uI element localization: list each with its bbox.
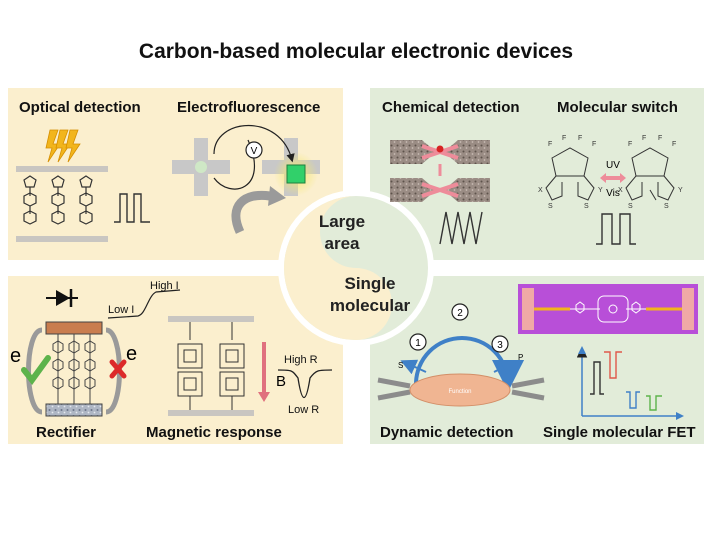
step-1-label: 1 — [415, 338, 421, 349]
svg-text:F: F — [548, 141, 552, 148]
step-3-label: 3 — [497, 340, 503, 351]
step-2-label: 2 — [457, 308, 463, 319]
svg-text:X: X — [538, 187, 543, 194]
high-i-label: High I — [150, 280, 179, 292]
svg-text:F: F — [672, 141, 676, 148]
low-r-label: Low R — [288, 404, 320, 416]
diode-icon — [46, 289, 78, 307]
svg-text:S: S — [664, 203, 669, 210]
high-r-label: High R — [284, 354, 318, 366]
enzyme-label: Function — [448, 389, 471, 395]
center-bottom-line-1: Single — [344, 274, 396, 293]
svg-text:F: F — [628, 141, 632, 148]
center-yin-yang — [278, 190, 434, 346]
chemical-detection-illustration — [390, 140, 490, 245]
svg-text:S: S — [548, 203, 553, 210]
svg-text:Y: Y — [678, 187, 683, 194]
low-i-label: Low I — [108, 304, 135, 316]
svg-text:F: F — [562, 135, 566, 142]
label-molecular-switch: Molecular switch — [557, 99, 678, 116]
voltmeter-label: V — [251, 146, 258, 157]
svg-text:F: F — [592, 141, 596, 148]
electron-left-label: e — [10, 345, 21, 367]
label-electrofluorescence: Electrofluorescence — [177, 99, 321, 116]
vis-label: Vis — [606, 188, 620, 199]
label-chemical-detection: Chemical detection — [382, 99, 520, 116]
check-icon — [21, 355, 51, 385]
svg-text:X: X — [618, 187, 623, 194]
switch-square-wave — [596, 213, 636, 245]
svg-text:F: F — [578, 135, 582, 142]
svg-text:Y: Y — [598, 187, 603, 194]
svg-text:S: S — [628, 203, 633, 210]
label-single-molecular-fet: Single molecular FET — [543, 424, 696, 441]
center-bottom-line-2: molecular — [329, 296, 411, 315]
lightning-icon — [45, 129, 81, 163]
rectifier-illustration — [21, 289, 181, 417]
molecular-switch-illustration: F F F F F F F F X Y X Y S S S S — [538, 135, 683, 245]
product-label: P — [518, 353, 523, 362]
b-field-label: B — [276, 373, 286, 390]
optical-detection-illustration — [16, 129, 150, 242]
center-top-line-2: area — [324, 234, 360, 253]
dynamic-detection-illustration — [377, 303, 545, 407]
label-optical-detection: Optical detection — [19, 99, 141, 116]
svg-text:S: S — [584, 203, 589, 210]
label-magnetic-response: Magnetic response — [146, 424, 282, 441]
zigzag-signal — [439, 211, 483, 245]
electrofluorescence-illustration — [172, 125, 320, 234]
square-wave-signal — [114, 193, 150, 223]
label-rectifier: Rectifier — [36, 424, 97, 441]
label-dynamic-detection: Dynamic detection — [380, 424, 514, 441]
uv-label: UV — [606, 160, 620, 171]
center-top-line-1: Large — [318, 212, 366, 231]
electron-right-label: e — [126, 343, 137, 365]
iv-curve — [107, 289, 181, 319]
magnetic-response-illustration — [168, 316, 333, 416]
figure-title: Carbon-based molecular electronic device… — [138, 40, 574, 63]
cross-icon — [109, 359, 127, 379]
svg-text:F: F — [642, 135, 646, 142]
svg-text:F: F — [658, 135, 662, 142]
single-molecular-fet-illustration — [518, 284, 698, 420]
panel-top-right — [370, 88, 704, 260]
substrate-label: S — [398, 361, 403, 370]
